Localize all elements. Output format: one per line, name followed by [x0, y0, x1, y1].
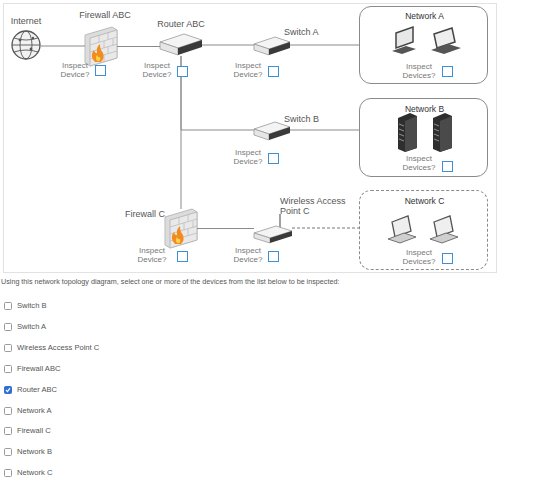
device-node: Router ABCInspect Device?	[160, 34, 202, 56]
network-box: Network B Inspect Devices?	[359, 98, 488, 177]
option-checkbox	[4, 365, 12, 373]
network-box: Network A Inspect Devices?	[359, 6, 488, 84]
network-cable	[41, 46, 85, 47]
inspect-prompt: Inspect Device?	[135, 247, 169, 264]
device-label: Router ABC	[154, 19, 208, 29]
option-label: Switch B	[17, 301, 47, 310]
server-icons	[398, 113, 452, 152]
inspect-checkbox	[177, 251, 188, 262]
network-box: Network C Inspect Devices?	[359, 190, 488, 270]
globe-icon	[12, 31, 40, 59]
option-checkbox	[4, 386, 12, 394]
network-cable	[181, 56, 182, 209]
switch-icon	[254, 37, 290, 55]
inspect-prompt: Inspect Device?	[140, 62, 174, 79]
option-label: Network A	[17, 406, 52, 415]
inspect-prompt: Inspect Device?	[231, 62, 265, 79]
option-label: Firewall ABC	[17, 364, 60, 373]
switch-icon	[254, 122, 290, 140]
option-checkbox	[4, 344, 12, 352]
device-node: Switch AInspect Device?	[254, 35, 290, 55]
firewall-icon	[165, 209, 197, 248]
inspect-checkbox	[442, 66, 453, 77]
laptop-icons	[388, 216, 458, 243]
network-cable	[197, 228, 254, 229]
option-label: Switch A	[17, 322, 46, 331]
network-title: Network A	[360, 11, 489, 21]
network-cable	[290, 45, 359, 46]
option-label: Wireless Access Point C	[17, 343, 99, 352]
device-node: Internet	[11, 31, 41, 61]
inspect-checkbox	[177, 66, 188, 77]
device-node: Firewall CInspect Device?	[165, 209, 197, 248]
inspect-prompt: Inspect Device?	[231, 149, 265, 166]
option-checkbox	[4, 469, 12, 477]
option-checkbox	[4, 427, 12, 435]
inspect-prompt: Inspect Devices?	[399, 63, 439, 80]
inspect-checkbox	[268, 251, 279, 262]
inspect-checkbox	[268, 153, 279, 164]
device-label: Switch B	[284, 114, 334, 124]
device-label: Internet	[6, 16, 46, 26]
diagram-frame	[4, 4, 497, 273]
device-node: Switch BInspect Device?	[254, 120, 290, 140]
option-label: Router ABC	[17, 385, 57, 394]
inspect-prompt: Inspect Devices?	[399, 155, 439, 172]
network-cable	[290, 130, 359, 131]
option-checkbox	[4, 323, 12, 331]
router-icon	[160, 34, 202, 55]
network-cable	[117, 46, 160, 47]
option-checkbox	[4, 448, 12, 456]
device-label: Wireless Access Point C	[280, 196, 354, 216]
wireless-link	[292, 228, 359, 229]
inspect-checkbox	[442, 161, 453, 172]
inspect-checkbox	[442, 253, 453, 264]
inspect-prompt: Inspect Device?	[58, 62, 92, 79]
network-title: Network C	[360, 196, 489, 206]
device-node: Firewall ABCInspect Device?	[85, 27, 117, 66]
device-label: Firewall C	[125, 209, 171, 219]
check-mark	[5, 387, 11, 393]
workstation-icons	[392, 27, 461, 54]
option-label: Network C	[17, 468, 52, 477]
access-point-icon	[254, 214, 292, 243]
option-label: Firewall C	[17, 426, 51, 435]
option-checkbox	[4, 407, 12, 415]
device-label: Firewall ABC	[74, 10, 136, 20]
device-label: Switch A	[284, 27, 334, 37]
network-title: Network B	[360, 104, 489, 114]
inspect-prompt: Inspect Devices?	[399, 249, 439, 266]
inspect-checkbox	[268, 66, 279, 77]
option-label: Network B	[17, 447, 52, 456]
inspect-checkbox	[95, 65, 106, 76]
option-checkbox	[4, 302, 12, 310]
instruction-text: Using this network topology diagram, sel…	[1, 277, 339, 286]
network-cable	[202, 45, 254, 46]
inspect-prompt: Inspect Device?	[231, 247, 265, 264]
firewall-icon	[85, 27, 117, 66]
device-node: Wireless Access Point CInspect Device?	[254, 213, 292, 243]
